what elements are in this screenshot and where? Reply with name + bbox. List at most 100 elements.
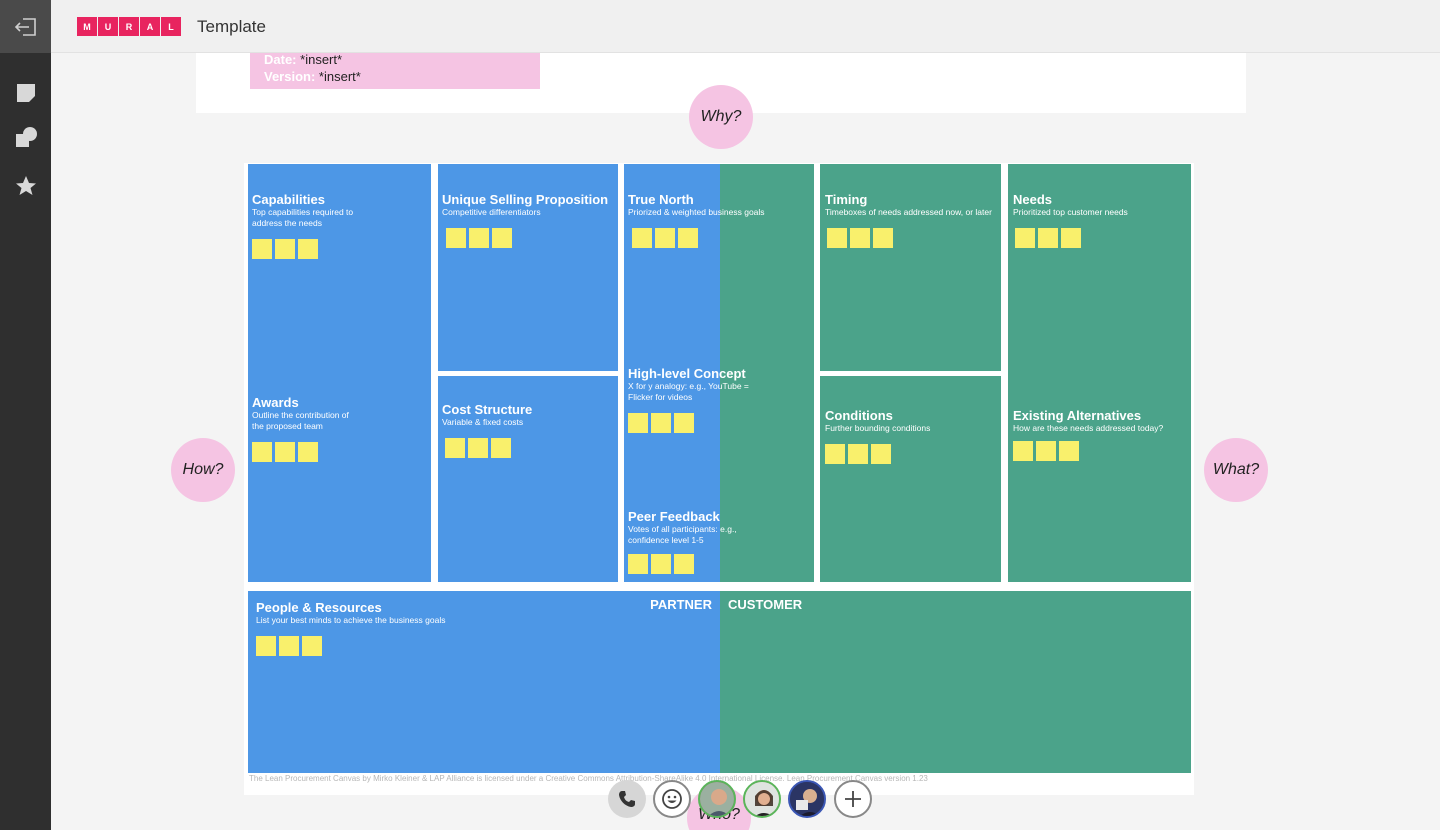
info-note[interactable]: Date: *insert* Version: *insert* xyxy=(250,53,540,89)
mural-logo[interactable]: M U R A L xyxy=(77,17,182,36)
needs-title: Needs xyxy=(1013,192,1053,207)
sticky-note[interactable] xyxy=(468,438,488,458)
license-text: The Lean Procurement Canvas by Mirko Kle… xyxy=(249,774,928,783)
user-photo-icon xyxy=(745,782,779,816)
star-icon xyxy=(16,176,36,195)
version-label: Version: xyxy=(264,69,316,84)
conditions-subtitle: Further bounding conditions xyxy=(825,423,931,433)
concept-subtitle: X for y analogy: e.g., YouTube = Flicker… xyxy=(628,381,749,402)
sticky-note[interactable] xyxy=(275,239,295,259)
conditions-cell[interactable]: Conditions Further bounding conditions xyxy=(820,376,1001,582)
alternatives-block: Existing Alternatives How are these need… xyxy=(1013,408,1188,461)
capabilities-block: Capabilities Top capabilities required t… xyxy=(252,192,427,259)
mural-title[interactable]: Template xyxy=(197,17,266,36)
sticky-note[interactable] xyxy=(678,228,698,248)
sticky-group xyxy=(827,228,996,248)
usp-cell[interactable]: Unique Selling Proposition Competitive d… xyxy=(438,164,618,371)
why-bubble[interactable]: Why? xyxy=(689,85,753,149)
needs-subtitle: Prioritized top customer needs xyxy=(1013,207,1128,217)
what-bubble[interactable]: What? xyxy=(1204,438,1268,502)
sticky-note[interactable] xyxy=(256,636,276,656)
timing-subtitle: Timeboxes of needs addressed now, or lat… xyxy=(825,207,992,217)
peer-subtitle: Votes of all participants: e.g., confide… xyxy=(628,524,737,545)
people-title: People & Resources xyxy=(256,600,382,615)
shapes-tool[interactable] xyxy=(13,125,39,151)
call-button[interactable] xyxy=(608,780,646,818)
sticky-note[interactable] xyxy=(1036,441,1056,461)
mural-canvas[interactable]: Date: *insert* Version: *insert* Capabil… xyxy=(51,53,1440,830)
sticky-note[interactable] xyxy=(1061,228,1081,248)
sticky-group xyxy=(1015,228,1188,248)
sticky-group xyxy=(628,413,814,433)
how-bubble[interactable]: How? xyxy=(171,438,235,502)
awards-block: Awards Outline the contribution of the p… xyxy=(252,395,427,462)
sticky-note[interactable] xyxy=(628,554,648,574)
sticky-note[interactable] xyxy=(651,554,671,574)
collaborator-avatar[interactable] xyxy=(788,780,826,818)
collaborator-avatar[interactable] xyxy=(743,780,781,818)
people-resources-cell[interactable]: People & Resources List your best minds … xyxy=(248,591,720,773)
exit-icon xyxy=(14,17,36,36)
sticky-note[interactable] xyxy=(469,228,489,248)
sticky-note[interactable] xyxy=(492,228,512,248)
sticky-note[interactable] xyxy=(825,444,845,464)
alternatives-subtitle: How are these needs addressed today? xyxy=(1013,423,1164,433)
collaborator-avatar[interactable] xyxy=(698,780,736,818)
exit-button[interactable] xyxy=(0,0,51,53)
sticky-note[interactable] xyxy=(674,413,694,433)
cost-title: Cost Structure xyxy=(442,402,533,417)
sticky-note[interactable] xyxy=(628,413,648,433)
usp-title: Unique Selling Proposition xyxy=(442,192,609,207)
sticky-group xyxy=(446,228,614,248)
sticky-note[interactable] xyxy=(298,239,318,259)
sticky-note[interactable] xyxy=(674,554,694,574)
awards-title: Awards xyxy=(252,395,299,410)
sticky-note[interactable] xyxy=(1038,228,1058,248)
user-photo-icon xyxy=(790,782,824,816)
customer-label: CUSTOMER xyxy=(728,597,803,612)
sticky-note[interactable] xyxy=(850,228,870,248)
sticky-note[interactable] xyxy=(252,442,272,462)
timing-cell[interactable]: Timing Timeboxes of needs addressed now,… xyxy=(820,164,1001,371)
add-icon xyxy=(845,791,861,807)
sticky-note[interactable] xyxy=(655,228,675,248)
sticky-note[interactable] xyxy=(1013,441,1033,461)
sticky-note[interactable] xyxy=(632,228,652,248)
shapes-icon xyxy=(16,127,37,147)
phone-icon xyxy=(619,791,635,807)
sticky-note[interactable] xyxy=(651,413,671,433)
sticky-note[interactable] xyxy=(252,239,272,259)
sticky-note[interactable] xyxy=(445,438,465,458)
middle-column-customer[interactable] xyxy=(720,164,814,582)
sticky-note[interactable] xyxy=(302,636,322,656)
needs-block: Needs Prioritized top customer needs xyxy=(1013,192,1188,248)
sticky-note[interactable] xyxy=(848,444,868,464)
peer-title: Peer Feedback xyxy=(628,509,720,524)
sticky-note[interactable] xyxy=(871,444,891,464)
customer-cell[interactable]: CUSTOMER xyxy=(720,591,1191,773)
logo-letter: U xyxy=(98,17,119,36)
capabilities-column[interactable] xyxy=(248,164,431,582)
logo-letter: R xyxy=(119,17,140,36)
version-value: *insert* xyxy=(318,69,361,84)
sticky-note-tool[interactable] xyxy=(13,80,39,106)
sticky-note[interactable] xyxy=(1059,441,1079,461)
true-north-subtitle: Priorized & weighted business goals xyxy=(628,207,765,217)
true-north-title: True North xyxy=(628,192,694,207)
sticky-note[interactable] xyxy=(873,228,893,248)
cost-cell[interactable]: Cost Structure Variable & fixed costs xyxy=(438,376,618,582)
add-collaborator-button[interactable] xyxy=(834,780,872,818)
sticky-note[interactable] xyxy=(275,442,295,462)
sticky-note[interactable] xyxy=(298,442,318,462)
date-value: *insert* xyxy=(300,53,343,67)
favorites-tool[interactable] xyxy=(13,173,39,199)
logo-letter: M xyxy=(77,17,98,36)
sticky-note[interactable] xyxy=(491,438,511,458)
sticky-note[interactable] xyxy=(1015,228,1035,248)
sticky-note[interactable] xyxy=(827,228,847,248)
reactions-button[interactable] xyxy=(653,780,691,818)
concept-block: High-level Concept X for y analogy: e.g.… xyxy=(628,366,814,433)
sticky-note[interactable] xyxy=(279,636,299,656)
sticky-note[interactable] xyxy=(446,228,466,248)
top-bar: M U R A L Template xyxy=(51,0,1440,53)
